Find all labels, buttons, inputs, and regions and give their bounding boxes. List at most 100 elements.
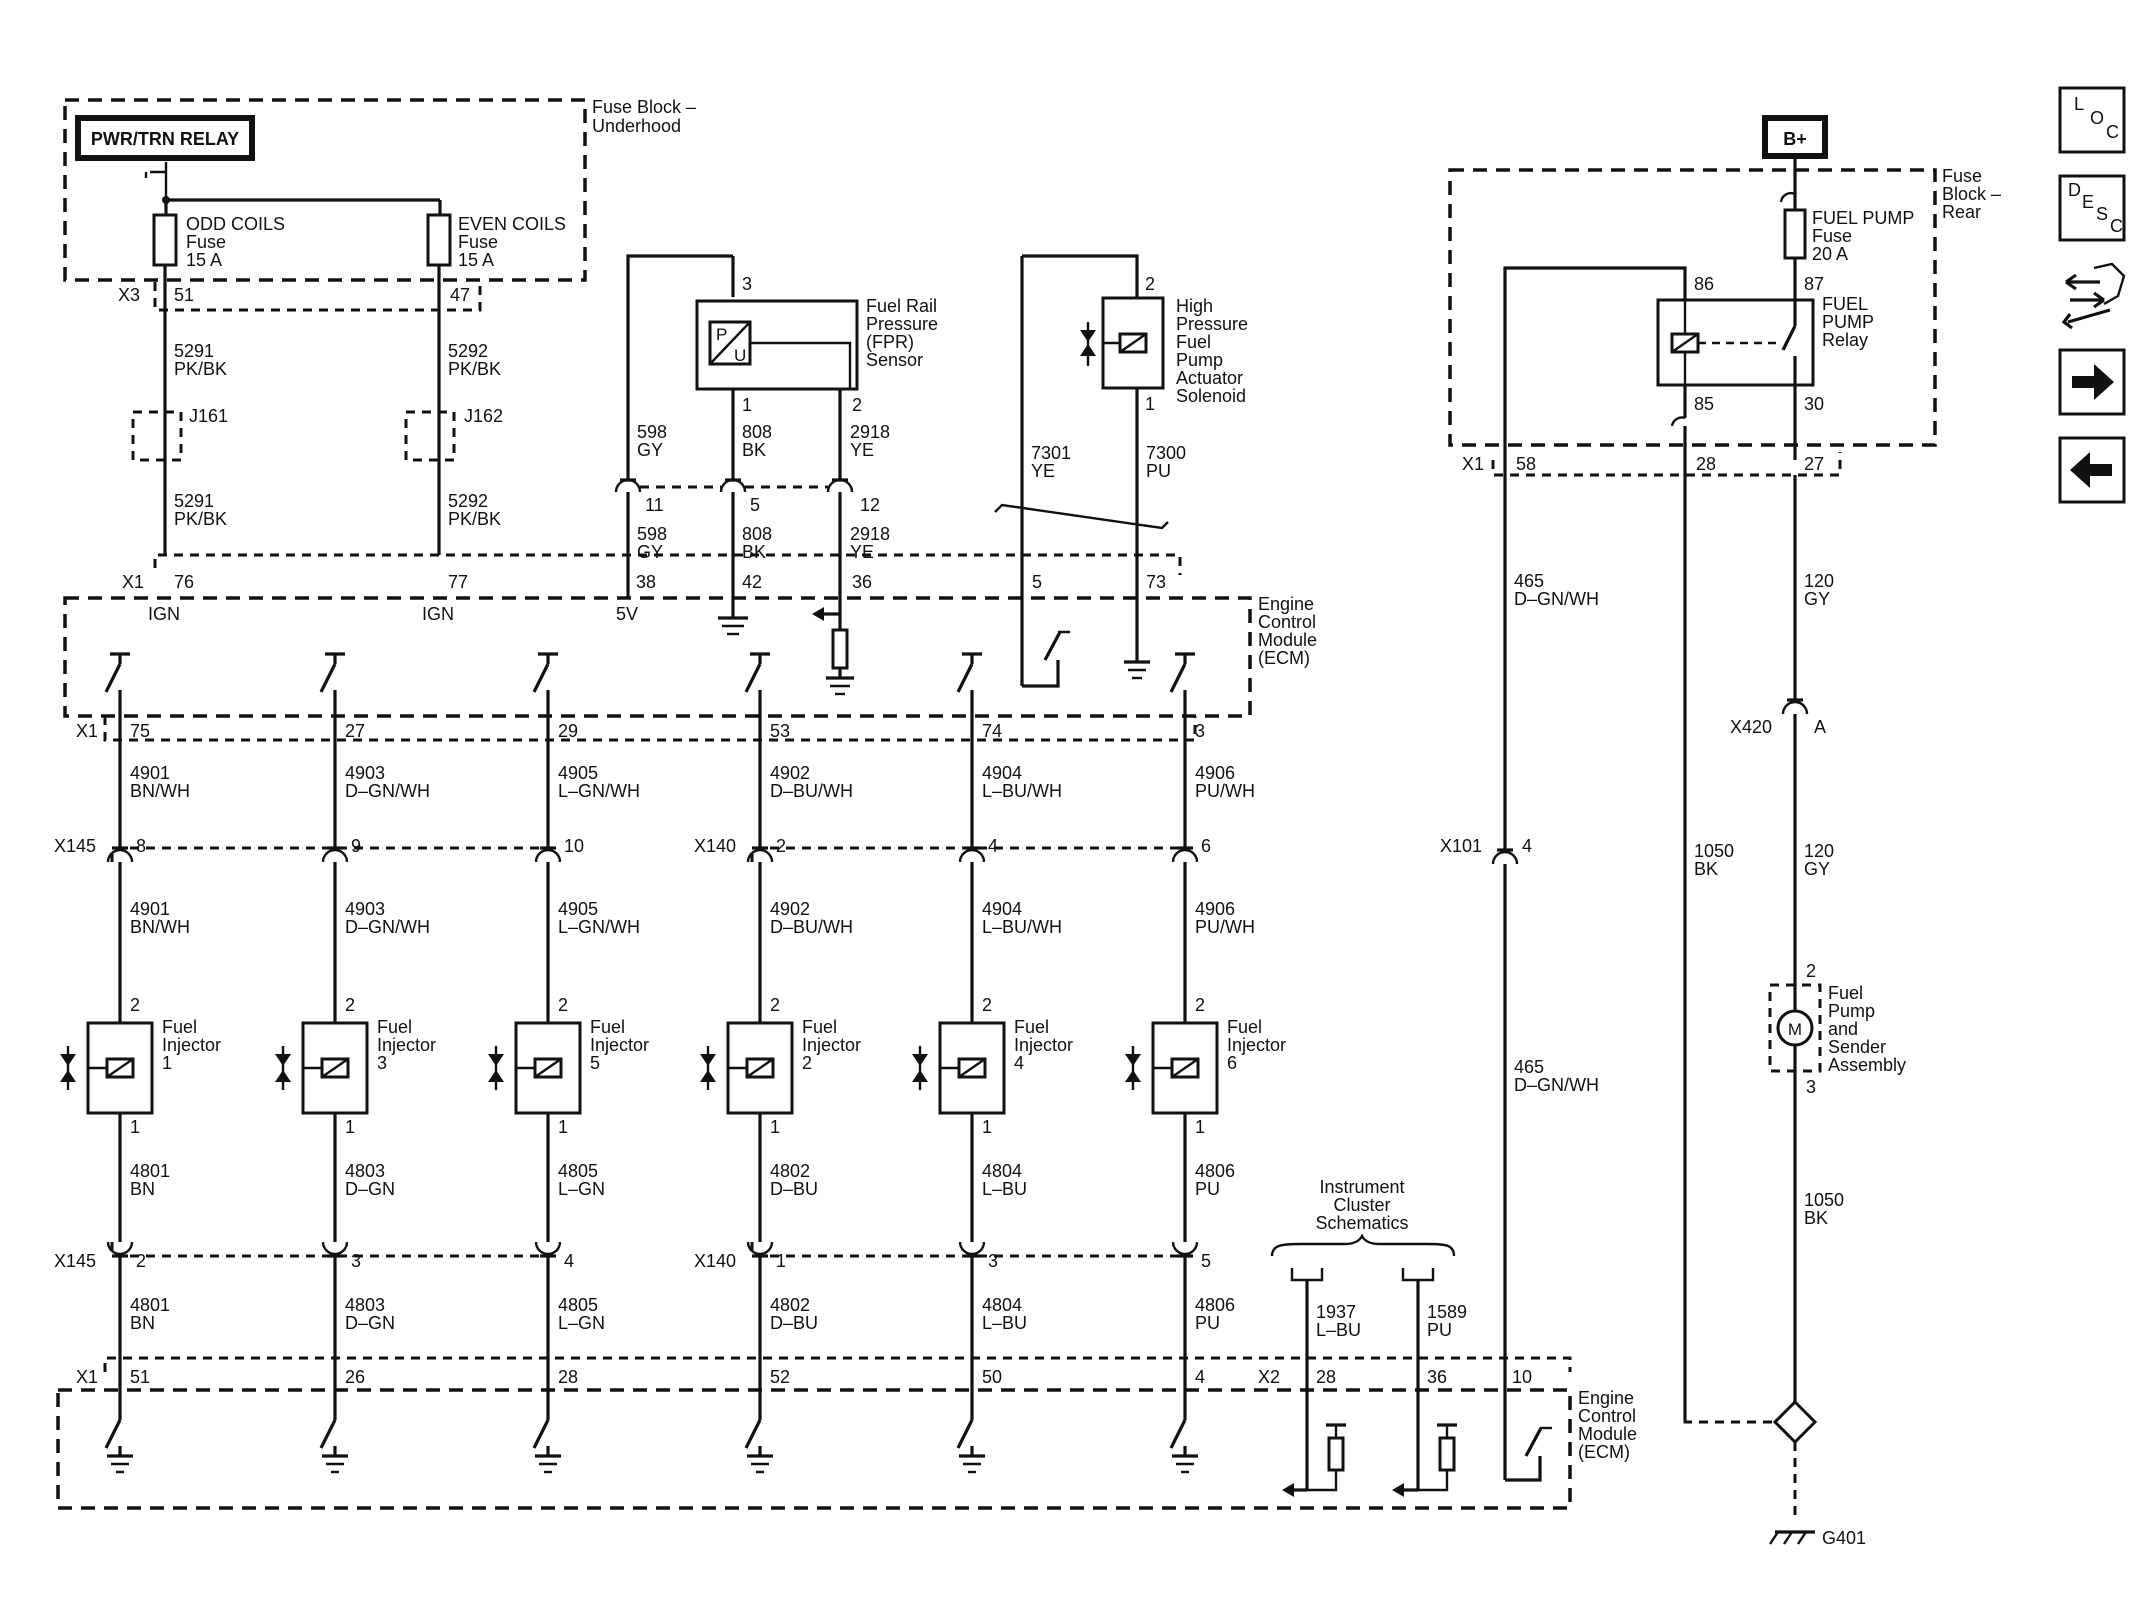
wire-808-b-circuit: 808	[742, 524, 772, 544]
coil-feed-wires: J161 J162 5291 PK/BK 5292 PK/BK 5291 PK/…	[131, 265, 503, 555]
inj2-name-1: Fuel	[377, 1017, 412, 1037]
even-coils-rating: 15 A	[458, 250, 494, 270]
wire-5292-a-color: PK/BK	[448, 359, 501, 379]
connector-tools-icon[interactable]	[2061, 262, 2126, 330]
inj2-name-3: 3	[377, 1053, 387, 1073]
nav-prev-button[interactable]	[2058, 436, 2126, 504]
inj5-circ-a-1: 4904	[982, 763, 1022, 783]
inj4-circ-a-1: 4902	[770, 763, 810, 783]
x145-upper-connector	[110, 846, 555, 862]
inj2-pin-top: 2	[345, 995, 355, 1015]
ecm-x2-pin-10: 10	[1512, 1367, 1532, 1387]
odd-coils-name: ODD COILS	[186, 214, 285, 234]
wire-5292-a-circuit: 5292	[448, 341, 488, 361]
wire-2918-b-circuit: 2918	[850, 524, 890, 544]
ecm-pin-5: 5	[1032, 572, 1042, 592]
inj1-conn-b-name: X145	[54, 1251, 96, 1271]
fuel-pump-fuse	[1783, 208, 1807, 260]
inj4-conn-b-name: X140	[694, 1251, 736, 1271]
ecm-x2-pin-28: 28	[1316, 1367, 1336, 1387]
hpfp-pin-2: 2	[1145, 274, 1155, 294]
ecm-x1-mid-connector	[103, 716, 1197, 742]
nav-next-button[interactable]	[2058, 348, 2126, 416]
inj4-circ-b-1: 4802	[770, 1161, 810, 1181]
pump-label-4: Sender	[1828, 1037, 1886, 1057]
fuse-block-rear-label-2: Block –	[1942, 184, 2001, 204]
ecm-x2-label: X2	[1258, 1367, 1280, 1387]
ecm-pin-42: 42	[742, 572, 762, 592]
fpr-symbol-u: U	[734, 346, 746, 365]
inj3-name-2: Injector	[590, 1035, 649, 1055]
inj4-ecm-low-switch	[744, 1419, 762, 1449]
relay-pin-30: 30	[1804, 394, 1824, 414]
inj3-color-a-2: L–GN/WH	[558, 917, 640, 937]
x420-pin: A	[1814, 717, 1826, 737]
relay-label-3: Relay	[1822, 330, 1868, 350]
inj4-conn-a-icon	[746, 848, 774, 863]
fpr-pin-1: 1	[742, 395, 752, 415]
x140-lower-connector	[750, 1242, 1193, 1258]
pump-label-1: Fuel	[1828, 983, 1863, 1003]
inj6-conn-b-icon	[1171, 1241, 1199, 1256]
inj3-conn-b-icon	[534, 1241, 562, 1256]
hpfp-label-5: Actuator	[1176, 368, 1243, 388]
fpr-pin-2: 2	[852, 395, 862, 415]
inj4-color-a-2: D–BU/WH	[770, 917, 853, 937]
wire-1050-a-color: BK	[1694, 859, 1718, 879]
relay-label-2: PUMP	[1822, 312, 1874, 332]
inj1-pin-bot: 1	[130, 1117, 140, 1137]
inj3-name-1: Fuel	[590, 1017, 625, 1037]
inj4-conn-b-pin-num: 1	[776, 1251, 786, 1271]
fpr-label-2: Pressure	[866, 314, 938, 334]
wire-598-a-circuit: 598	[637, 422, 667, 442]
ecm-x1-upper-connector	[153, 553, 1182, 575]
hpfp-label-1: High	[1176, 296, 1213, 316]
inj3-conn-a-pin-num: 10	[564, 836, 584, 856]
wire-1050-a-circuit: 1050	[1694, 841, 1734, 861]
wire-1589-color: PU	[1427, 1320, 1452, 1340]
inj5-ecm-low-switch	[956, 1419, 974, 1449]
nav-desc-button[interactable]: D E S C	[2058, 174, 2126, 242]
wire-7301-circuit: 7301	[1031, 443, 1071, 463]
nav-loc-button[interactable]: L O C	[2058, 86, 2126, 154]
wire-5292-b-color: PK/BK	[448, 509, 501, 529]
inj4-circ-b-2: 4802	[770, 1295, 810, 1315]
nav-loc-l: L	[2074, 94, 2084, 114]
inj1-injector-coil-slash	[106, 1058, 134, 1078]
inj5-circ-b-1: 4804	[982, 1161, 1022, 1181]
inj1-color-b-1: BN	[130, 1179, 155, 1199]
j162-label: J162	[464, 406, 503, 426]
inj3-circ-a-2: 4905	[558, 899, 598, 919]
fuel-pump-fuse-rating: 20 A	[1812, 244, 1848, 264]
even-coils-type: Fuse	[458, 232, 498, 252]
fuel-pump-fuse-type: Fuse	[1812, 226, 1852, 246]
inj2-conn-b-pin-num: 3	[351, 1251, 361, 1271]
ecm-box-lower	[56, 1388, 1572, 1510]
wire-5291-a-circuit: 5291	[174, 341, 214, 361]
wire-808-a-color: BK	[742, 440, 766, 460]
ecm-ign-77: IGN	[422, 604, 454, 624]
arrow-right-icon	[2072, 364, 2114, 400]
nav-desc-s: S	[2096, 204, 2108, 224]
inj5-color-a-1: L–BU/WH	[982, 781, 1062, 801]
ecm-pin-38: 38	[636, 572, 656, 592]
inj3-pin-top: 2	[558, 995, 568, 1015]
wire-5291-a-color: PK/BK	[174, 359, 227, 379]
wire-2918-b-color: YE	[850, 542, 874, 562]
fpr-label-3: (FPR)	[866, 332, 914, 352]
inj6-pin-bot: 1	[1195, 1117, 1205, 1137]
fuse-block-rear-label-1: Fuse	[1942, 166, 1982, 186]
x3-connector	[153, 282, 482, 312]
x145-lower-connector	[110, 1242, 555, 1258]
wire-465-b-color: D–GN/WH	[1514, 1075, 1599, 1095]
wire-598-b-circuit: 598	[637, 524, 667, 544]
relay-pin-85: 85	[1694, 394, 1714, 414]
wire-2918-a-color: YE	[850, 440, 874, 460]
ecm-pin-73: 73	[1146, 572, 1166, 592]
fuse-block-rear-x1-label: X1	[1462, 454, 1484, 474]
inj6-injector-coil-slash	[1171, 1058, 1199, 1078]
inj1-conn-a-name: X145	[54, 836, 96, 856]
inj5-ecm-pin-bot: 50	[982, 1367, 1002, 1387]
ecm-lower-connector	[103, 1356, 1572, 1372]
